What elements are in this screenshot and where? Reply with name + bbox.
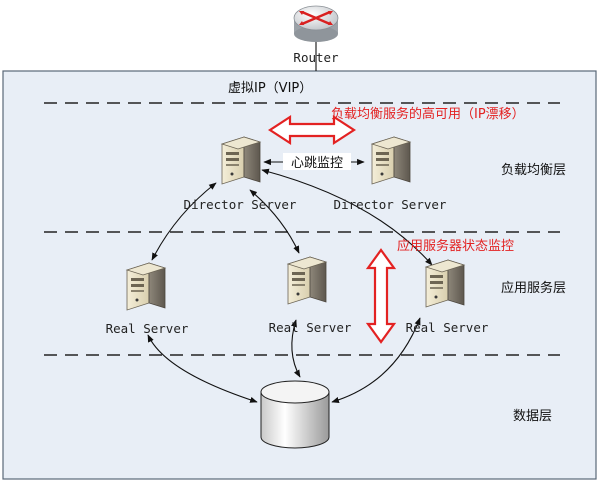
director-server-2: Director Server: [334, 136, 447, 212]
vip-label: 虚拟IP（VIP）: [228, 81, 312, 96]
director-server-1-label: Director Server: [184, 197, 297, 212]
ha-label: 负载均衡服务的高可用（IP漂移）: [331, 106, 525, 122]
router: Router: [293, 5, 339, 71]
server-icon: [126, 262, 166, 311]
layer-label-app: 应用服务层: [501, 280, 566, 296]
real-server-3: Real Server: [406, 259, 489, 335]
monitor-double-arrow: [365, 248, 397, 344]
heartbeat-label: 心跳监控: [291, 156, 343, 171]
director-server-2-label: Director Server: [334, 197, 447, 212]
heartbeat-label-bg: [283, 153, 351, 170]
real-server-1: Real Server: [106, 262, 189, 336]
server-icon: [425, 259, 465, 308]
director-server-1: Director Server: [184, 136, 297, 212]
server-icon: [371, 136, 411, 185]
ha-double-arrow: [267, 114, 357, 146]
database-icon: [260, 380, 330, 449]
layer-label-lb: 负载均衡层: [501, 163, 566, 178]
router-icon: [293, 5, 339, 42]
layer-label-data: 数据层: [513, 409, 552, 424]
real-server-2: Real Server: [269, 256, 352, 335]
real-server-2-label: Real Server: [269, 320, 352, 335]
real-server-1-label: Real Server: [106, 321, 189, 336]
real-server-3-label: Real Server: [406, 320, 489, 335]
server-icon: [221, 136, 261, 185]
monitor-label: 应用服务器状态监控: [397, 238, 514, 254]
router-label: Router: [293, 50, 339, 65]
server-icon: [287, 256, 327, 305]
